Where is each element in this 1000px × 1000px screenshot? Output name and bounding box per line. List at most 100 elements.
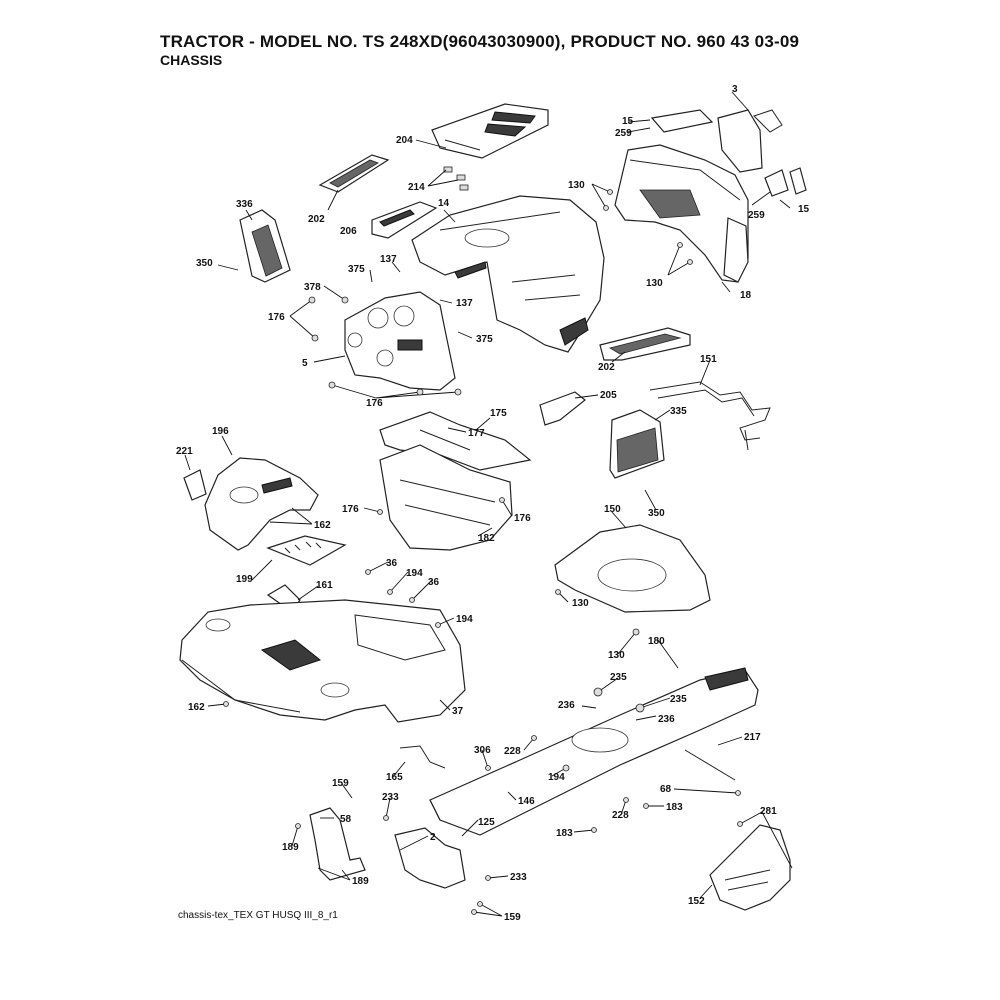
callout: 125 [478, 817, 495, 828]
callout: 183 [556, 828, 573, 839]
callout: 217 [744, 732, 761, 743]
callout: 36 [428, 577, 440, 588]
callout: 18 [740, 290, 752, 301]
callout: 335 [670, 406, 687, 417]
callout: 228 [504, 746, 521, 757]
page-title: TRACTOR - MODEL NO. TS 248XD(96043030900… [160, 32, 800, 51]
callout: 199 [236, 574, 253, 585]
dash-support [379, 411, 532, 471]
callout: 5 [302, 358, 308, 369]
callout: 189 [352, 876, 369, 887]
callout: 205 [600, 390, 617, 401]
callout: 236 [658, 714, 675, 725]
callout: 130 [572, 598, 589, 609]
callout: 236 [558, 700, 575, 711]
callout: 378 [304, 282, 321, 293]
rod-217 [684, 749, 736, 781]
callout: 165 [386, 772, 403, 783]
callout: 206 [340, 226, 357, 237]
callout: 36 [386, 558, 398, 569]
callout: 130 [646, 278, 663, 289]
callout: 2 [430, 832, 436, 843]
callout: 159 [332, 778, 349, 789]
callout: 306 [474, 745, 491, 756]
callout: 336 [236, 199, 253, 210]
callout: 15 [798, 204, 810, 215]
callout: 176 [366, 398, 383, 409]
callout: 375 [476, 334, 493, 345]
callout: 194 [548, 772, 565, 783]
callout: 162 [314, 520, 331, 531]
callout: 176 [514, 513, 531, 524]
callout: 228 [612, 810, 629, 821]
callout: 350 [196, 258, 213, 269]
side-grille-lower [599, 327, 691, 361]
pan-150 [554, 524, 711, 613]
callout: 152 [688, 896, 705, 907]
drawing-reference: chassis-tex_TEX GT HUSQ III_8_r1 [178, 910, 338, 921]
callout: 176 [342, 504, 359, 515]
frame-180 [429, 667, 759, 836]
callout: 150 [604, 504, 621, 515]
fender-deck-37 [179, 599, 466, 723]
callout: 235 [610, 672, 627, 683]
callout: 214 [408, 182, 425, 193]
callout: 189 [282, 842, 299, 853]
plate-199 [266, 535, 347, 566]
callout: 68 [660, 784, 672, 795]
callout: 137 [456, 298, 473, 309]
bracket-151 [649, 381, 771, 451]
callout: 15 [622, 116, 634, 127]
callout: 202 [308, 214, 325, 225]
callout: 221 [176, 446, 193, 457]
callout: 177 [468, 428, 485, 439]
seat-pan-196 [183, 457, 319, 551]
rod-165 [399, 745, 446, 769]
callout: 159 [504, 912, 521, 923]
panel-206 [371, 201, 438, 239]
callout: 137 [380, 254, 397, 265]
callout: 375 [348, 264, 365, 275]
callout: 176 [268, 312, 285, 323]
callout: 281 [760, 806, 777, 817]
callout: 14 [438, 198, 450, 209]
callout: 162 [188, 702, 205, 713]
callout: 235 [670, 694, 687, 705]
callout-labels: 3 15 259 204 130 214 336 202 206 14 259 … [176, 84, 810, 923]
seat-152 [709, 824, 791, 911]
page-subtitle: CHASSIS [160, 52, 223, 68]
callout: 259 [615, 128, 632, 139]
side-panel-336 [239, 209, 291, 283]
callout: 3 [732, 84, 738, 95]
bracket-2 [394, 827, 466, 889]
headlight-15 [650, 109, 807, 197]
fasteners [223, 189, 743, 915]
leader-lines [184, 91, 793, 917]
grille-assembly [614, 144, 749, 283]
side-panel-335 [609, 409, 665, 479]
callout: 194 [406, 568, 423, 579]
callout: 233 [382, 792, 399, 803]
callout: 202 [598, 362, 615, 373]
callout: 151 [700, 354, 717, 365]
hood-main [411, 195, 605, 353]
callout: 175 [490, 408, 507, 419]
callout: 182 [478, 533, 495, 544]
front-body-182 [379, 444, 513, 551]
callout: 194 [456, 614, 473, 625]
callout: 183 [666, 802, 683, 813]
callout: 204 [396, 135, 413, 146]
trim-205 [539, 391, 586, 426]
callout: 196 [212, 426, 229, 437]
bracket-58 [309, 807, 366, 881]
hood-top-panel [431, 103, 549, 159]
callout: 58 [340, 814, 352, 825]
callout: 37 [452, 706, 464, 717]
callout: 233 [510, 872, 527, 883]
callout: 259 [748, 210, 765, 221]
callout: 161 [316, 580, 333, 591]
callout: 146 [518, 796, 535, 807]
side-grille-upper [318, 154, 390, 193]
dashboard-console [344, 291, 456, 391]
